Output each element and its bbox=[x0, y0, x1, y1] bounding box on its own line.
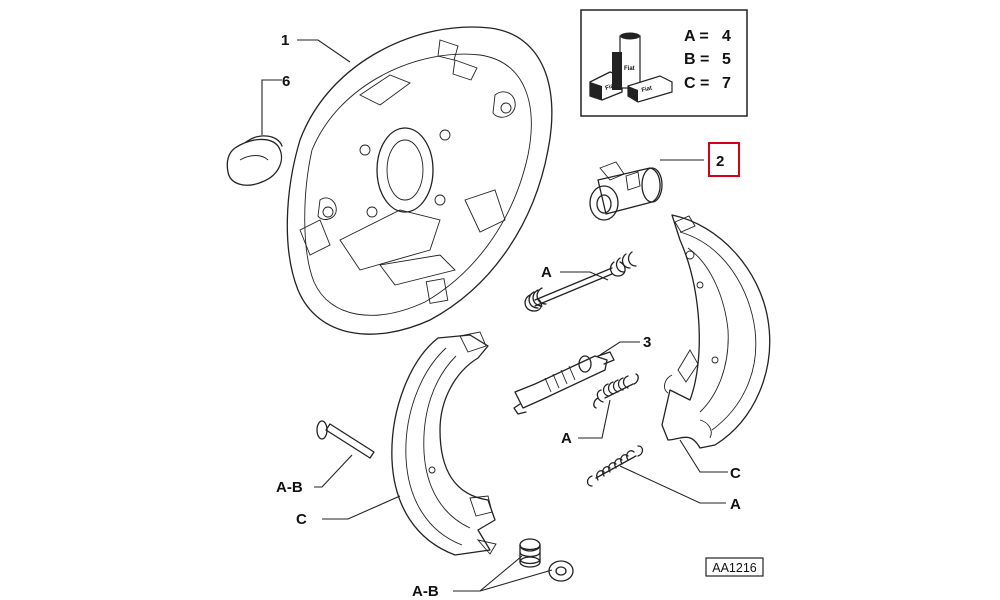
spring-lower bbox=[586, 445, 644, 487]
part-2-highlight-box bbox=[708, 142, 740, 177]
brake-shoe-left bbox=[391, 331, 497, 556]
kit-legend-letter-b: B = bbox=[684, 51, 709, 68]
label-spring-a-lower: A bbox=[730, 496, 741, 513]
rubber-plug bbox=[226, 135, 283, 186]
kit-box-a-label: Fiat bbox=[605, 83, 617, 92]
kit-legend-value-a: 4 bbox=[722, 28, 731, 45]
hold-down-cup bbox=[548, 560, 574, 582]
reference-code: AA1216 bbox=[712, 561, 757, 575]
kit-legend-value-c: 7 bbox=[722, 75, 731, 92]
label-part-2: 2 bbox=[716, 153, 724, 170]
brake-shoe-right bbox=[661, 214, 771, 449]
reference-code-box: AA1216 bbox=[705, 557, 764, 577]
label-pin-ab: A-B bbox=[276, 479, 303, 496]
kit-legend-letter-c: C = bbox=[684, 75, 709, 92]
spring-upper bbox=[524, 251, 637, 312]
label-spring-a-upper: A bbox=[541, 264, 552, 281]
label-hardware-ab: A-B bbox=[412, 583, 439, 600]
label-spring-a-middle: A bbox=[561, 430, 572, 447]
wheel-cylinder bbox=[589, 161, 663, 221]
label-part-1: 1 bbox=[281, 32, 289, 49]
label-shoe-c-right: C bbox=[730, 465, 741, 482]
label-shoe-c-left: C bbox=[296, 511, 307, 528]
leader-lines bbox=[261, 39, 728, 592]
label-part-3: 3 bbox=[643, 334, 651, 351]
kit-legend-letter-a: A = bbox=[684, 28, 709, 45]
kit-box-b-label: Fiat bbox=[624, 66, 635, 72]
spring-middle bbox=[593, 373, 639, 409]
hold-down-spring bbox=[519, 538, 541, 568]
kit-box-c-label: Fiat bbox=[641, 86, 653, 94]
adjuster-assembly bbox=[513, 351, 615, 415]
kit-legend-box: Fiat Fiat Fiat A = 4 B = 5 C = 7 bbox=[580, 9, 748, 117]
backing-plate bbox=[286, 26, 553, 335]
hold-down-pin bbox=[316, 420, 375, 459]
kit-legend-value-b: 5 bbox=[722, 51, 731, 68]
label-part-6: 6 bbox=[282, 73, 290, 90]
